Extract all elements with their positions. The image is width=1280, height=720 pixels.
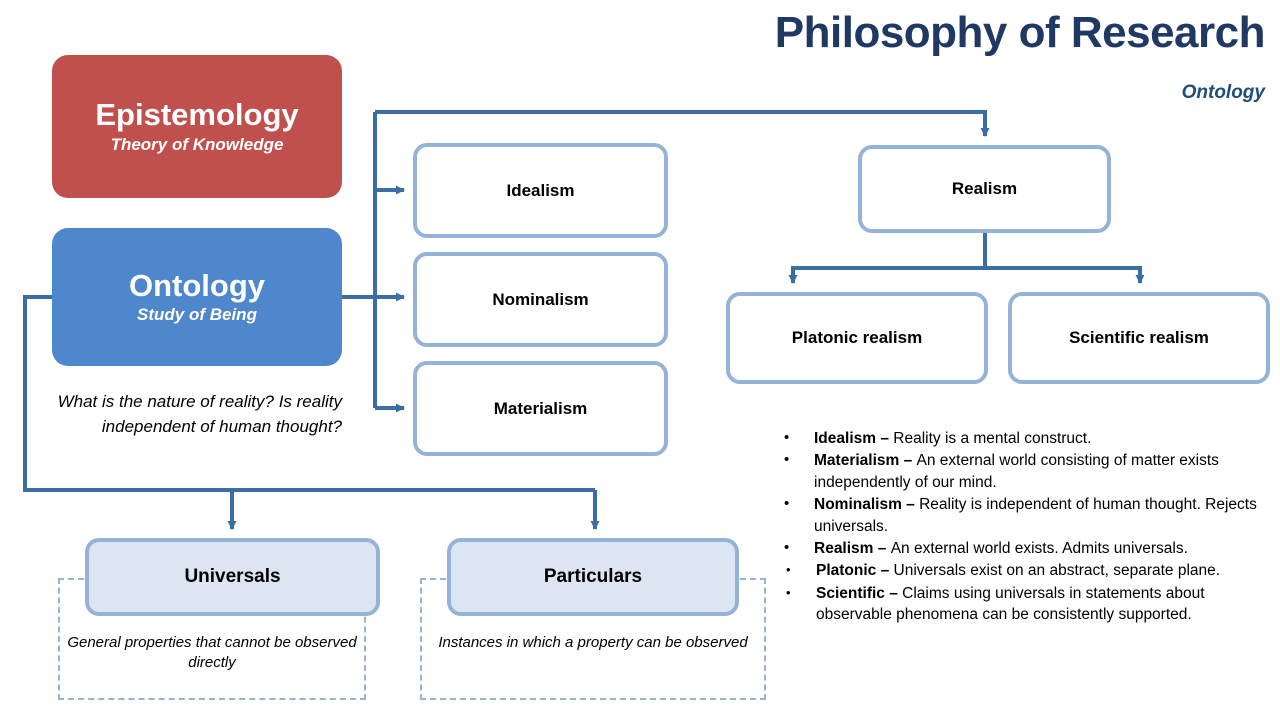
bullet-term: Scientific – — [816, 584, 903, 602]
bullet-text: Reality is independent of human thought.… — [814, 496, 1257, 535]
ontology-question-text: What is the nature of reality? Is realit… — [57, 392, 342, 436]
bullet-item: • Platonic – Universals exist on an abstr… — [778, 560, 1274, 581]
node-scientific-realism[interactable]: Scientific realism — [1008, 292, 1270, 384]
bullet-marker-icon: • — [786, 584, 791, 600]
card-ontology-subtitle: Study of Being — [137, 305, 257, 325]
node-nominalism[interactable]: Nominalism — [413, 252, 668, 347]
bullet-term: Nominalism – — [814, 496, 920, 514]
bullet-text: Claims using universals in statements ab… — [816, 584, 1205, 623]
page-subtitle: Ontology — [1181, 82, 1265, 103]
wire-to-realism — [375, 110, 990, 137]
bullet-subgroup: • Platonic – Universals exist on an abstr… — [778, 560, 1274, 625]
bullet-marker-icon: • — [784, 538, 790, 556]
bullet-marker-icon: • — [786, 562, 791, 578]
bullet-text: Universals exist on an abstract, separat… — [893, 562, 1221, 580]
bullet-marker-icon: • — [784, 495, 790, 513]
caption-universals: General properties that cannot be observ… — [67, 634, 357, 672]
wire-to-platonic — [788, 233, 987, 284]
bullet-term: Platonic – — [816, 562, 894, 580]
bullet-text: An external world exists. Admits univers… — [890, 539, 1188, 557]
bullet-marker-icon: • — [784, 451, 790, 469]
bullet-text: An external world consisting of matter e… — [814, 452, 1219, 491]
node-universals[interactable]: Universals — [85, 538, 380, 616]
node-realism[interactable]: Realism — [858, 145, 1111, 233]
node-idealism[interactable]: Idealism — [413, 143, 668, 238]
bullet-item: • Materialism – An external world consist… — [778, 450, 1274, 493]
bullet-text: Reality is a mental construct. — [893, 430, 1092, 447]
bullet-sublist: • Platonic – Universals exist on an abstr… — [778, 560, 1274, 625]
bullet-term: Idealism – — [814, 430, 894, 447]
wire-to-scientific — [985, 266, 1145, 284]
bullet-item: • Scientific – Claims using universals in… — [778, 583, 1274, 626]
card-epistemology-subtitle: Theory of Knowledge — [110, 134, 284, 154]
page-title: Philosophy of Research — [774, 8, 1266, 57]
node-platonic-realism[interactable]: Platonic realism — [726, 292, 988, 384]
bullet-marker-icon: • — [784, 429, 790, 446]
bullet-list-root: • Idealism – Reality is a mental construc… — [778, 428, 1274, 625]
node-materialism[interactable]: Materialism — [413, 361, 668, 456]
bullet-item: • Nominalism – Reality is independent of … — [778, 494, 1274, 537]
card-ontology-title: Ontology — [128, 267, 266, 303]
bullet-term: Realism – — [814, 539, 891, 557]
bullet-term: Materialism – — [814, 452, 917, 470]
card-ontology[interactable]: Ontology Study of Being — [52, 228, 342, 366]
bullet-item: • Idealism – Reality is a mental construc… — [778, 428, 1274, 449]
definitions-list: • Idealism – Reality is a mental construc… — [778, 428, 1274, 626]
card-epistemology[interactable]: Epistemology Theory of Knowledge — [52, 55, 342, 198]
bullet-item: • Realism – An external world exists. Adm… — [778, 538, 1274, 559]
node-particulars[interactable]: Particulars — [447, 538, 739, 616]
card-epistemology-title: Epistemology — [95, 97, 299, 133]
caption-particulars: Instances in which a property can be obs… — [438, 634, 748, 651]
